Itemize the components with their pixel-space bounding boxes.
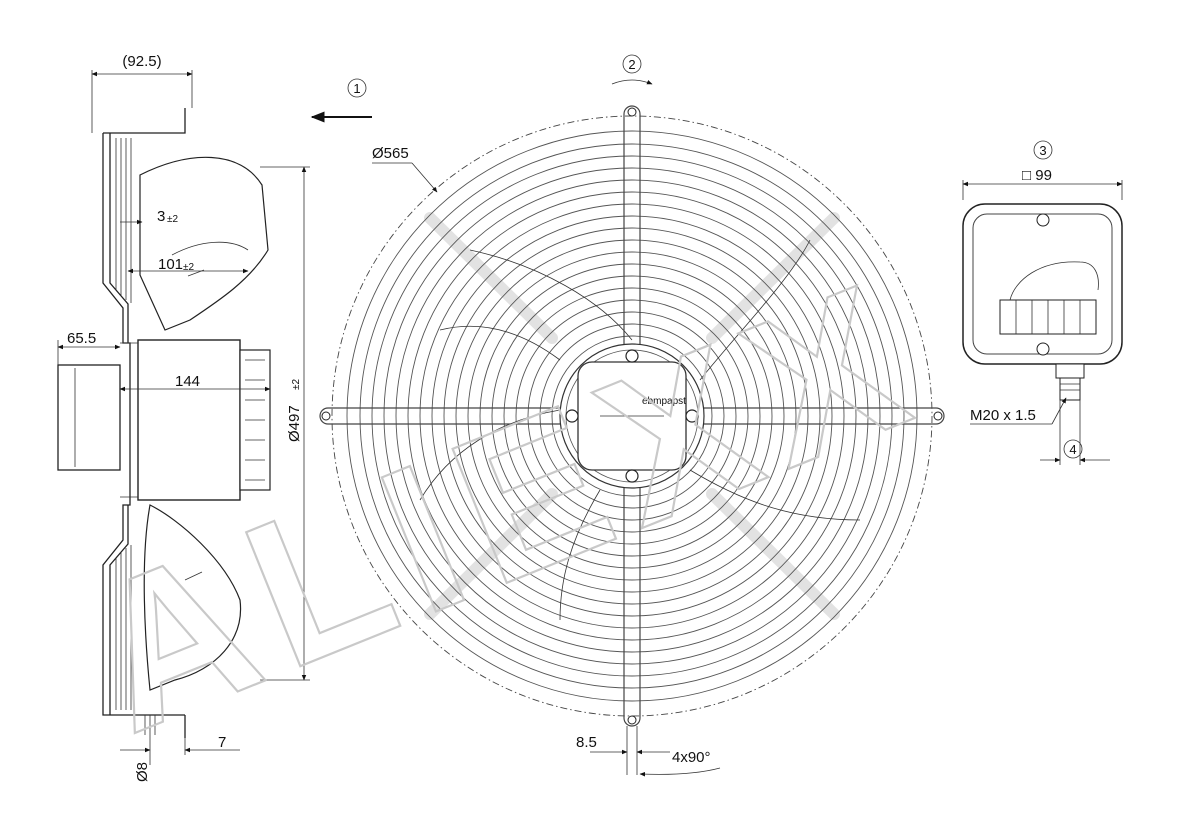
dim-hub-label: 65.5 xyxy=(67,330,96,347)
fan-blade-upper xyxy=(139,156,269,331)
dim-diameter-label: Ø497 xyxy=(286,405,303,442)
callout-4-label: 4 xyxy=(1069,442,1076,457)
dim-outer-diameter-label: Ø565 xyxy=(372,145,409,162)
dim-blade-offset-label: 101 xyxy=(158,256,183,273)
dim-slot-label: 8.5 xyxy=(576,734,597,751)
motor-hub xyxy=(57,364,121,471)
terminal-box-view: 3 □ 99 M20 x 1.5 4 xyxy=(962,140,1123,465)
callout-2-label: 2 xyxy=(628,57,635,72)
dim-depth-label: (92.5) xyxy=(122,53,161,70)
mounting-screws xyxy=(321,107,943,725)
dim-blade-offset-tol: ±2 xyxy=(183,262,194,273)
watermark-text: ALIEXX xyxy=(59,234,950,776)
dim-hole-label: Ø8 xyxy=(134,762,151,782)
guard-rings xyxy=(346,130,918,702)
dim-box-size-label: □ 99 xyxy=(1022,167,1052,184)
motor-fins xyxy=(245,359,265,481)
dim-holes-label: 4x90° xyxy=(672,749,711,766)
callout-1-label: 1 xyxy=(353,81,360,96)
front-view: ebmpapst Ø565 2 8.5 4x90° xyxy=(319,54,945,777)
fan-blade-lower xyxy=(143,504,242,691)
fan-blades xyxy=(419,239,861,621)
airflow-direction: 1 xyxy=(310,78,372,123)
dim-foot-label: 7 xyxy=(218,734,226,751)
cable-gland xyxy=(1055,363,1085,401)
gland-thread-label: M20 x 1.5 xyxy=(970,407,1036,424)
dim-blade-gap-label: 3 xyxy=(157,208,165,225)
callout-3-label: 3 xyxy=(1039,143,1046,158)
dim-diameter-tol: ±2 xyxy=(291,379,302,390)
dim-blade-gap-tol: ±2 xyxy=(167,214,178,225)
brand-logo: ebmpapst xyxy=(642,396,686,407)
dim-motor-label: 144 xyxy=(175,373,200,390)
guard-rings-side xyxy=(115,138,132,710)
terminal-block xyxy=(999,299,1097,335)
motor-housing xyxy=(137,339,241,501)
side-view: (92.5) 3 ±2 101 ±2 65.5 144 Ø497 ±2 7 Ø8 xyxy=(57,53,310,782)
